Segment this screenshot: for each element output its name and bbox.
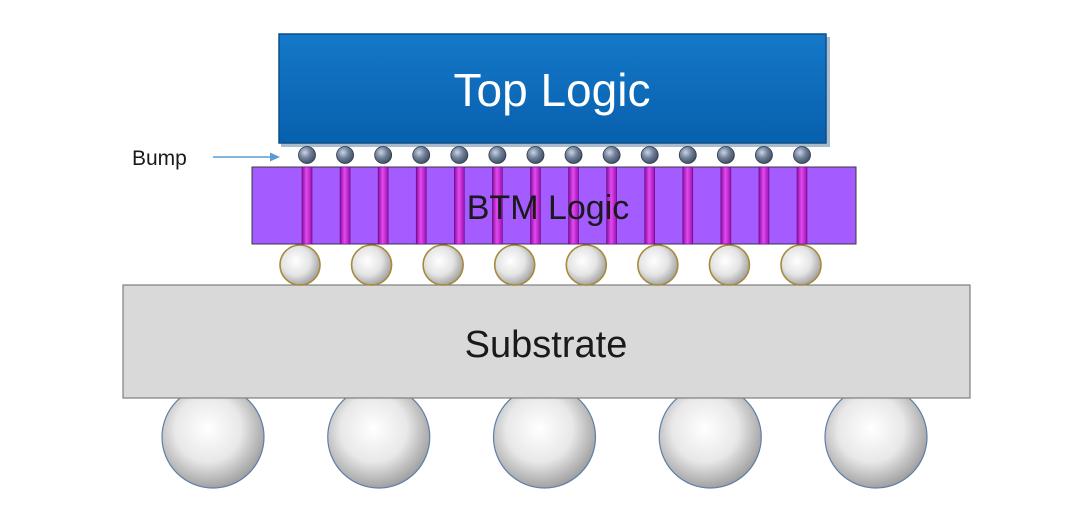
tsv-pillar bbox=[796, 166, 808, 245]
bga-ball bbox=[492, 385, 597, 489]
bga-ball-row bbox=[161, 385, 928, 489]
micro-bump bbox=[716, 146, 735, 164]
micro-bump bbox=[412, 146, 431, 164]
micro-bump bbox=[450, 146, 469, 164]
top-logic-block bbox=[278, 33, 827, 144]
top-logic-label: Top Logic bbox=[454, 64, 651, 116]
substrate-label: Substrate bbox=[465, 324, 628, 366]
micro-bump bbox=[336, 146, 354, 164]
micro-bump bbox=[526, 146, 545, 164]
tsv-pillar bbox=[644, 166, 655, 245]
bump-label: Bump bbox=[132, 147, 187, 170]
bga-ball bbox=[327, 385, 431, 489]
tsv-pillar bbox=[530, 166, 541, 245]
tsv-pillar bbox=[720, 166, 732, 245]
substrate-block bbox=[122, 284, 971, 399]
micro-bump-row bbox=[298, 146, 811, 164]
micro-bump bbox=[793, 146, 811, 164]
tsv-pillar bbox=[682, 166, 694, 245]
micro-bump bbox=[640, 146, 659, 164]
c4-bump bbox=[493, 244, 536, 286]
micro-bump bbox=[755, 146, 773, 164]
bump-arrow-head bbox=[270, 152, 280, 162]
micro-bump bbox=[564, 146, 583, 164]
c4-bump bbox=[565, 244, 608, 286]
tsv-pillar bbox=[758, 166, 770, 245]
c4-bump bbox=[780, 244, 822, 286]
tsv-pillar bbox=[301, 166, 313, 245]
tsv-pillar bbox=[454, 166, 465, 245]
tsv-pillar bbox=[415, 166, 427, 245]
micro-bump bbox=[678, 146, 697, 164]
micro-bump bbox=[488, 146, 507, 164]
c4-bump bbox=[279, 244, 321, 286]
bga-ball bbox=[824, 385, 928, 489]
micro-bump bbox=[602, 146, 621, 164]
tsv-pillar bbox=[568, 166, 579, 245]
c4-bump bbox=[708, 244, 751, 286]
btm-logic-label: BTM Logic bbox=[467, 189, 630, 227]
c4-bump bbox=[422, 244, 464, 286]
tsv-pillar bbox=[377, 166, 389, 245]
tsv-pillar bbox=[339, 166, 351, 245]
micro-bump bbox=[374, 146, 393, 164]
btm-logic-block bbox=[251, 166, 857, 245]
tsv-pillar bbox=[606, 166, 617, 245]
c4-bump bbox=[637, 244, 679, 286]
bga-ball bbox=[658, 385, 762, 489]
micro-bump bbox=[298, 146, 316, 164]
tsv-pillar bbox=[492, 166, 503, 245]
c4-bump-row bbox=[279, 244, 822, 286]
c4-bump bbox=[350, 244, 393, 286]
bga-ball bbox=[161, 385, 265, 489]
tsv-pillar-row bbox=[301, 166, 808, 245]
